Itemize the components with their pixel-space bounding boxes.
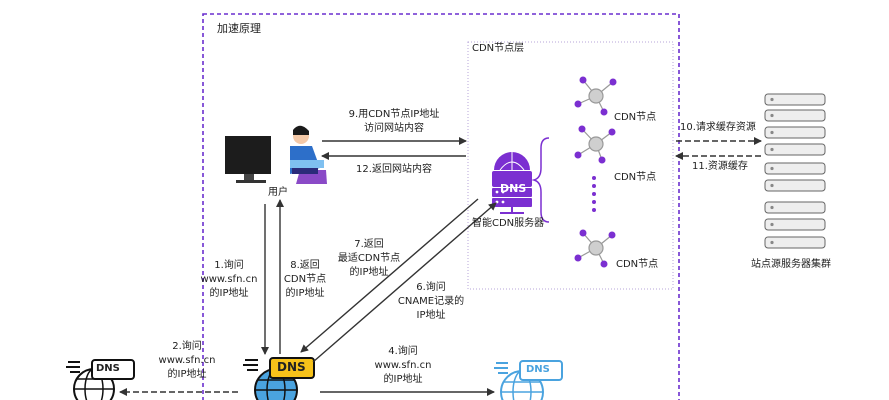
cdn-server-icon [492,151,532,214]
step1-line3: 的IP地址 [209,288,249,299]
step1-line2: www.sfn.cn [200,274,258,285]
dns-server-icon [66,359,135,400]
step4-label: 4.询问 www.sfn.cn 的IP地址 [368,345,438,387]
dns-badge: DNS [526,364,550,375]
dns-badge: DNS [277,360,306,374]
step2-line2: www.sfn.cn [158,355,216,366]
acceleration-frame [202,13,680,400]
step6-line3: IP地址 [416,310,446,321]
step7-line3: 的IP地址 [349,267,389,278]
step6-label: 6.询问 CNAME记录的 IP地址 [390,281,472,323]
step2-line3: 的IP地址 [167,369,207,380]
step11-label: 11.资源缓存 [692,161,748,172]
step4-line2: www.sfn.cn [374,360,432,371]
cdn-node-label: CDN节点 [614,172,657,183]
step9-line2: 访问网站内容 [364,123,424,134]
origin-label: 站点源服务器集群 [751,259,831,270]
origin-server-rack-icon [764,93,826,249]
ellipsis-dots-icon [592,176,596,212]
step10-label: 10.请求缓存资源 [680,122,756,133]
step8-line3: 的IP地址 [285,288,325,299]
cdn-layer-title: CDN节点层 [472,43,525,54]
step6-line1: 6.询问 [416,282,446,293]
step6-line2: CNAME记录的 [397,296,465,307]
cdn-node-icon [574,229,616,268]
rack-lights [770,97,774,245]
step7-line1: 7.返回 [354,239,384,250]
user-label: 用户 [268,187,288,198]
arrow-step7 [300,198,479,353]
step4-line3: 的IP地址 [383,374,423,385]
step12-label: 12.返回网站内容 [356,164,432,175]
step8-line2: CDN节点 [283,274,327,285]
cdn-node-label: CDN节点 [616,259,659,270]
cdn-node-icon [574,76,617,116]
step2-line1: 2.询问 [172,341,202,352]
step7-label: 7.返回 最适CDN节点 的IP地址 [325,238,413,280]
step1-line1: 1.询问 [214,260,244,271]
dns-server-icon [243,357,315,400]
step9-label: 9.用CDN节点IP地址 访问网站内容 [322,108,466,136]
user-icon [290,125,327,184]
step8-label: 8.返回 CDN节点 的IP地址 [277,259,333,301]
brace [531,137,550,223]
step1-label: 1.询问 www.sfn.cn 的IP地址 [198,259,260,301]
step9-line1: 9.用CDN节点IP地址 [348,109,440,120]
cdn-node-label: CDN节点 [614,112,657,123]
arrow-step6 [312,202,497,363]
step2-label: 2.询问 www.sfn.cn 的IP地址 [150,340,224,382]
dns-badge: DNS [96,363,120,374]
step7-line2: 最适CDN节点 [337,253,401,264]
cdn-node-icon [574,125,616,164]
flow-arrows [119,137,762,396]
frame-title: 加速原理 [217,22,261,35]
cdn-dns-badge: DNS [500,182,527,195]
step4-line1: 4.询问 [388,346,418,357]
step8-line1: 8.返回 [290,260,320,271]
computer-icon [225,136,271,183]
cdn-server-label: 智能CDN服务器 [472,218,545,229]
dns-server-icon [494,360,563,400]
cdn-layer-box [467,41,674,290]
